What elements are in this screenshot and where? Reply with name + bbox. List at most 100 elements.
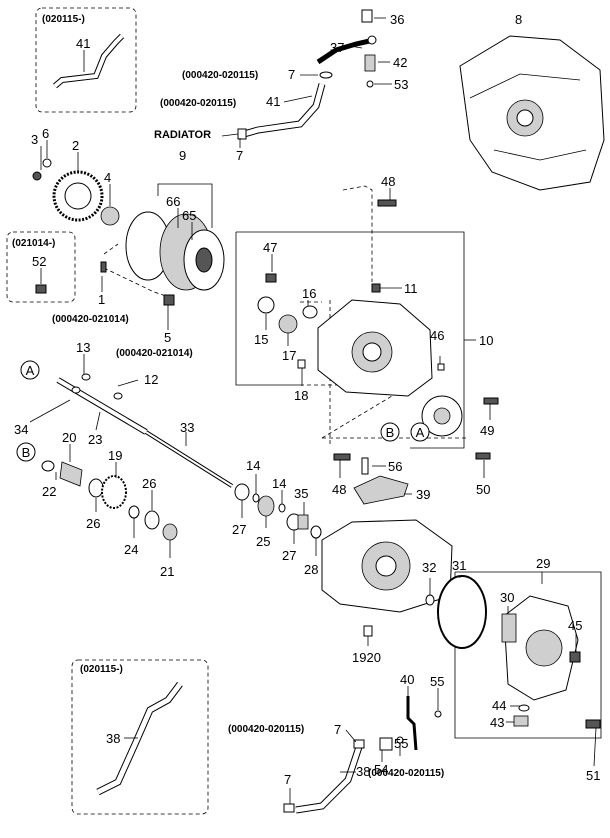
leader-line (593, 727, 597, 767)
date-note-7-top: (000420-020115) (182, 70, 258, 81)
part-51-bolt (585, 719, 601, 729)
callout-7-bottom: 7 (284, 772, 291, 787)
callout-37: 37 (330, 40, 344, 55)
radiator-label: RADIATOR (154, 129, 211, 141)
callout-34: 34 (14, 422, 28, 437)
callout-51: 51 (586, 768, 600, 783)
part-20-gear (59, 461, 83, 487)
callout-8: 8 (515, 12, 522, 27)
ref-marker-B-left-text: B (22, 445, 31, 460)
callout-41-main: 41 (266, 94, 280, 109)
part-4-seal (100, 206, 120, 226)
part-7-clamp-bottom (283, 803, 295, 813)
callout-26-right: 26 (142, 476, 156, 491)
shaft-23-inner (56, 378, 148, 434)
leader-lines (29, 17, 597, 804)
callout-11: 11 (404, 281, 418, 296)
callout-43: 43 (490, 715, 504, 730)
callout-18: 18 (294, 388, 308, 403)
callout-46: 46 (430, 328, 444, 343)
callout-21: 21 (160, 564, 174, 579)
part-52-bolt (35, 284, 47, 294)
part-5-bolt (163, 294, 175, 306)
date-note-inset-41: (020115-) (42, 14, 85, 25)
date-note-7-low: (000420-020115) (228, 724, 304, 735)
shaft-33-inner (145, 431, 233, 487)
part-56-bolt (361, 457, 369, 475)
callout-23: 23 (88, 432, 102, 447)
part-35-collar (297, 514, 309, 530)
part-25-gear (257, 495, 275, 517)
callout-54: 54 (374, 762, 388, 777)
leader-line (95, 411, 101, 431)
callout-66: 66 (166, 194, 180, 209)
callout-7-low: 7 (334, 722, 341, 737)
part-24-ring (128, 505, 140, 519)
callout-9: 9 (179, 148, 186, 163)
callout-22: 22 (42, 484, 56, 499)
part-32-ring (425, 594, 435, 606)
part-13-ring (81, 373, 91, 381)
part-54-fitting (379, 737, 393, 751)
callout-38-main: 38 (356, 764, 370, 779)
callout-5: 5 (164, 330, 171, 345)
callout-2: 2 (72, 138, 79, 153)
part-2-hub (64, 182, 92, 210)
ref-marker-A-right (410, 422, 430, 442)
part-17-pump (278, 314, 298, 334)
group-box-29 (454, 571, 602, 739)
part-50-bolt (475, 452, 491, 460)
ref-marker-A-right-text: A (416, 425, 425, 440)
part-29-cover-hub (525, 629, 563, 667)
ref-marker-A-left-text: A (26, 363, 35, 378)
pipe-37 (316, 37, 375, 65)
ref-marker-B-right (380, 422, 400, 442)
part-42-spring (364, 54, 376, 72)
callout-36: 36 (390, 12, 404, 27)
date-note-41: (000420-020115) (160, 98, 236, 109)
callout-17: 17 (282, 348, 296, 363)
leader-line (29, 399, 71, 423)
part-36-bolt (361, 9, 373, 23)
part-21-nut (162, 523, 178, 541)
callout-14-a: 14 (246, 458, 260, 473)
callout-44: 44 (492, 698, 506, 713)
callout-39: 39 (416, 487, 430, 502)
housing-1920-bore-inner (375, 555, 397, 577)
date-note-1: (000420-021014) (52, 314, 129, 325)
callout-10: 10 (479, 333, 493, 348)
callout-25: 25 (256, 534, 270, 549)
part-44-washer (518, 704, 530, 712)
ref-marker-B-left (16, 442, 36, 462)
leader-line (345, 729, 357, 743)
part-11-plug (371, 283, 381, 293)
part-14-clip-b (278, 503, 286, 513)
part-7-clamp-low (353, 739, 365, 749)
hose-38-inset-inner (96, 682, 182, 795)
part-1-pin (100, 261, 107, 273)
callout-1: 1 (98, 292, 105, 307)
callout-27-b: 27 (282, 548, 296, 563)
callout-41-inset: 41 (76, 36, 90, 51)
part-53-ball (366, 80, 374, 88)
inset-box-41 (35, 7, 137, 113)
part-3-nut (32, 171, 42, 181)
callout-50: 50 (476, 482, 490, 497)
part-18-pin (297, 359, 306, 369)
date-note-38: (000420-020115) (368, 768, 444, 779)
part-26-bearing-left (88, 478, 104, 498)
part-55-washer-high (434, 710, 442, 718)
date-note-inset-38: (020115-) (80, 664, 123, 675)
hose-41-inset-inner (53, 34, 124, 88)
guide-1 (103, 243, 119, 255)
part-16-oring (302, 305, 318, 319)
part-7-clamp-top (319, 71, 333, 79)
callout-14-b: 14 (272, 476, 286, 491)
part-15-seal (257, 296, 275, 314)
transmission-8-rib2 (493, 149, 587, 161)
callout-56: 56 (388, 459, 402, 474)
callout-labels: 36 8 37 42 7 53 41 41 3 6 2 7 9 66 65 4 … (14, 12, 600, 787)
part-34-ring (71, 386, 81, 394)
callout-4: 4 (104, 170, 111, 185)
part-19-gear (101, 475, 127, 509)
